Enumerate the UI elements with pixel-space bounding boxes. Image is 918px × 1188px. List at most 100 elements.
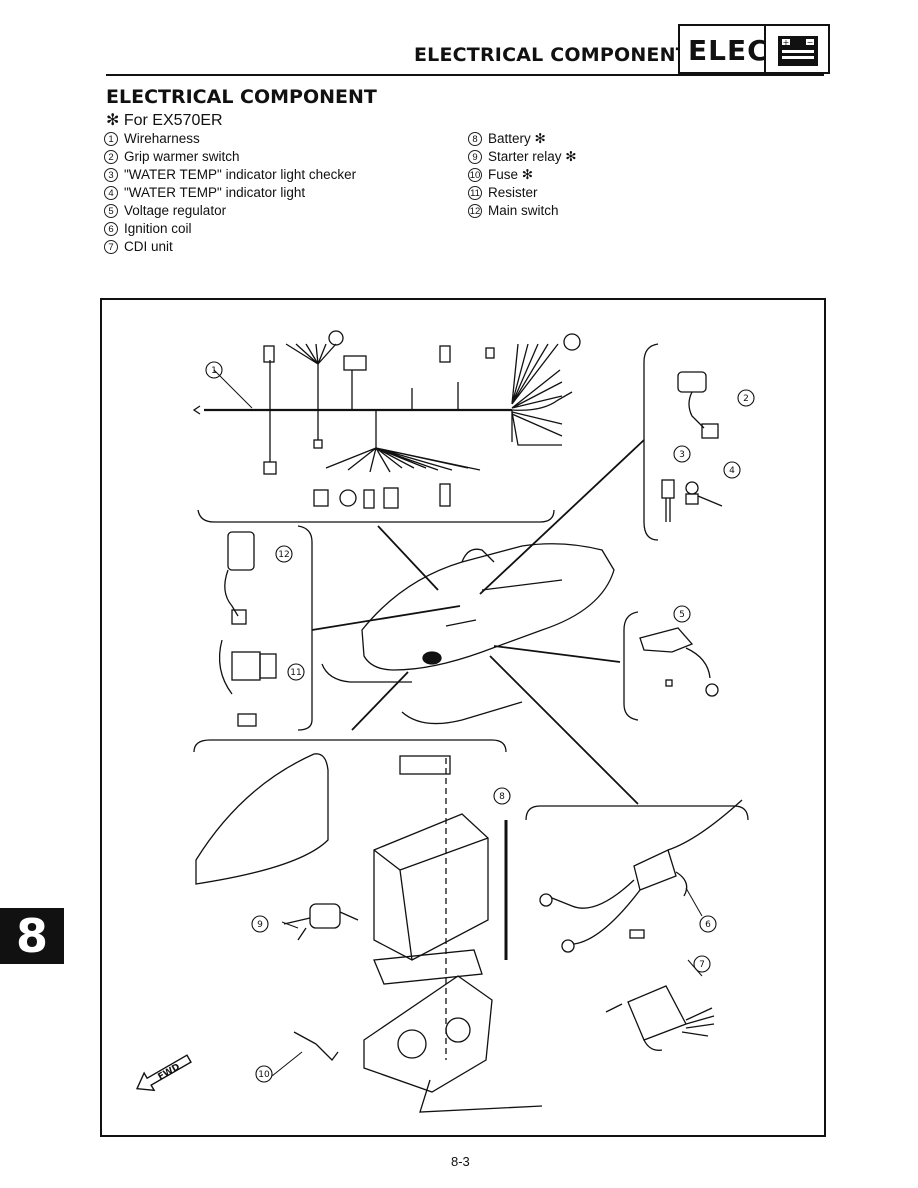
regulator-panel-bracket	[623, 611, 639, 721]
legend-item: 10 Fuse ✻	[468, 166, 577, 184]
chapter-tab: 8	[0, 908, 64, 964]
section-tab: ELEC + −	[678, 24, 830, 74]
callout-number: 5	[104, 204, 118, 219]
callout-number: 8	[468, 132, 482, 147]
legend-label: "WATER TEMP" indicator light checker	[124, 167, 357, 182]
callout-9	[251, 915, 269, 933]
legend-label: "WATER TEMP" indicator light	[124, 185, 306, 200]
callout-number: 9	[468, 150, 482, 165]
ignition-coil-drawing	[539, 799, 743, 953]
legend-label: Wireharness	[124, 131, 200, 146]
wireharness-panel-bracket	[197, 509, 555, 523]
callout-label: 3	[679, 450, 685, 460]
voltage-regulator-drawing	[639, 627, 719, 697]
callout-2	[737, 389, 755, 407]
callout-6	[699, 915, 717, 933]
callout-number: 7	[104, 240, 118, 255]
legend-item: 1 Wireharness	[104, 130, 356, 148]
legend-label: Main switch	[488, 203, 559, 218]
legend-label: Resister	[488, 185, 538, 200]
callout-number: 12	[468, 204, 482, 219]
battery-icon: + −	[778, 36, 818, 66]
callout-label: 12	[278, 550, 289, 560]
legend-list-right: 8 Battery ✻ 9 Starter relay ✻ 10 Fuse ✻ 11 R…	[468, 130, 577, 220]
legend-label: Battery ✻	[488, 131, 546, 146]
main-switch-drawing	[224, 531, 255, 625]
callout-label: 11	[290, 668, 301, 678]
legend-label: Ignition coil	[124, 221, 192, 236]
legend-item: 3 "WATER TEMP" indicator light checker	[104, 166, 356, 184]
legend-item: 9 Starter relay ✻	[468, 148, 577, 166]
callout-label: 9	[257, 920, 263, 930]
legend-label: Grip warmer switch	[124, 149, 240, 164]
model-note-text: For EX570ER	[123, 112, 223, 129]
callout-number: 4	[104, 186, 118, 201]
cdi-unit-drawing	[605, 985, 715, 1051]
callout-circles	[205, 361, 755, 1083]
callout-label: 4	[729, 466, 735, 476]
callout-number: 3	[104, 168, 118, 183]
fwd-arrow-icon: FWD	[135, 1054, 192, 1092]
callout-label: 7	[699, 960, 705, 970]
section-tab-label: ELEC	[688, 34, 769, 67]
section-tab-divider	[764, 26, 766, 72]
callout-7	[693, 955, 711, 973]
model-note: ✻ For EX570ER	[106, 110, 223, 130]
ignition-panel-bracket	[525, 805, 749, 821]
header-title: ELECTRICAL COMPONENT	[414, 44, 689, 66]
svg-text:+: +	[783, 38, 790, 47]
callout-label: 6	[705, 920, 711, 930]
svg-text:−: −	[807, 38, 814, 47]
callout-3	[673, 445, 691, 463]
legend-label: Fuse ✻	[488, 167, 534, 182]
callout-number: 6	[104, 222, 118, 237]
legend-item: 2 Grip warmer switch	[104, 148, 356, 166]
legend-label: CDI unit	[124, 239, 173, 254]
snowmobile-drawing	[321, 543, 615, 725]
grip-warmer-panel-bracket	[643, 343, 659, 541]
callout-label: 2	[743, 394, 749, 404]
battery-box-drawing	[195, 753, 508, 1060]
fuse-drawing	[293, 1031, 339, 1061]
exploded-view-drawing: 1 2 3 4 5 6 7 8 9 10 11 12 FWD	[135, 330, 755, 1113]
section-title: ELECTRICAL COMPONENT	[106, 86, 377, 108]
callout-label: 5	[679, 610, 685, 620]
starter-relay-drawing	[283, 903, 359, 941]
callout-number: 1	[104, 132, 118, 147]
legend-label: Starter relay ✻	[488, 149, 577, 164]
legend-label: Voltage regulator	[124, 203, 227, 218]
callout-number: 10	[468, 168, 482, 183]
callout-5	[673, 605, 691, 623]
water-temp-indicator-drawing	[661, 479, 723, 522]
callout-8	[493, 787, 511, 805]
legend-item: 11 Resister	[468, 184, 577, 202]
callout-11	[287, 663, 305, 681]
legend-item: 12 Main switch	[468, 202, 577, 220]
grip-warmer-switch-drawing	[677, 371, 719, 439]
asterisk-marker: ✻	[106, 112, 120, 129]
resister-drawing	[218, 639, 277, 727]
page-number: 8-3	[451, 1154, 470, 1169]
callout-label: 1	[211, 366, 217, 376]
battery-tray-drawing	[363, 975, 543, 1113]
header-rule	[106, 74, 824, 76]
callout-12	[275, 545, 293, 563]
main-switch-panel-bracket	[297, 525, 313, 731]
battery-panel-bracket	[193, 739, 507, 753]
legend-item: 7 CDI unit	[104, 238, 356, 256]
callout-number: 2	[104, 150, 118, 165]
legend-item: 5 Voltage regulator	[104, 202, 356, 220]
callout-label: 10	[258, 1070, 270, 1080]
callout-labels: 1 2 3 4 5 6 7 8 9 10 11 12	[211, 366, 749, 1080]
callout-1	[205, 361, 223, 379]
legend-list-left: 1 Wireharness 2 Grip warmer switch 3 "WATER…	[104, 130, 356, 256]
legend-item: 4 "WATER TEMP" indicator light	[104, 184, 356, 202]
callout-4	[723, 461, 741, 479]
callout-label: 8	[499, 792, 505, 802]
legend-item: 6 Ignition coil	[104, 220, 356, 238]
callout-10	[255, 1065, 273, 1083]
exploded-view-figure: 1 2 3 4 5 6 7 8 9 10 11 12 FWD	[100, 298, 826, 1137]
wireharness-drawing	[192, 330, 581, 509]
callout-number: 11	[468, 186, 482, 201]
legend-item: 8 Battery ✻	[468, 130, 577, 148]
